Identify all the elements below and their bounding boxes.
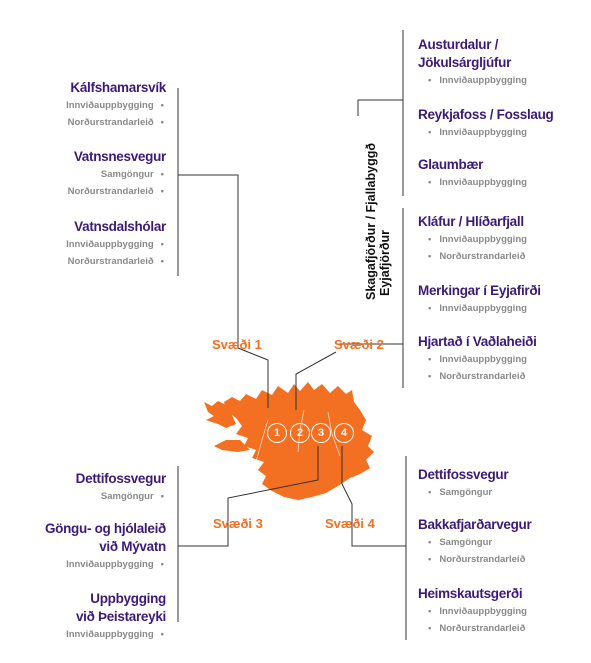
project-tag: Samgöngur [418,534,588,551]
region-label-2: Svæði 2 [334,337,384,352]
project-tag: Innviðauppbygging [418,603,588,620]
project-title: Hjartað í Vaðlaheiði [418,334,537,349]
project-tag: Norðurstrandarleið [418,248,588,265]
project-title: Jökulsárgljúfur [418,55,512,70]
project-title: Vatnsdalshólar [74,219,166,234]
region-label-3: Svæði 3 [213,516,263,531]
project-tag: Norðurstrandarleið [418,551,588,568]
project-gongu-hjolaleid: Göngu- og hjólaleið við Mývatn Innviðaup… [6,520,166,573]
project-title: Kálfshamarsvík [70,80,166,95]
project-title: Austurdalur / [418,37,499,52]
project-tag: Innviðauppbygging [418,124,588,141]
project-tag: Norðurstrandarleið [6,114,166,131]
project-vatnsnesvegur: Vatnsnesvegur Samgöngur Norðurstrandarle… [6,148,167,200]
project-tag: Samgöngur [6,166,166,183]
project-title: Heimskautsgerði [418,586,523,601]
project-austurdalur: Austurdalur / Jökulsárgljúfur Innviðaupp… [418,36,588,89]
vertical-label-skagafjordur: Skagafjörður / Fjallabyggð [364,143,378,300]
project-title: við Þeistareyki [75,609,166,624]
project-title: Bakkafjarðarvegur [418,517,532,532]
project-reykjafoss: Reykjafoss / Fosslaug Innviðauppbygging [418,106,588,141]
project-hjartad: Hjartað í Vaðlaheiði Innviðauppbygging N… [418,333,588,385]
project-title: Merkingar í Eyjafirði [418,283,541,298]
project-tag: Innviðauppbygging [418,72,588,89]
project-title: Dettifossvegur [75,471,167,486]
map-number-4: 4 [334,423,354,443]
project-title: Uppbygging [90,591,166,606]
project-tag: Norðurstrandarleið [6,253,166,270]
project-bakkafjardarvegur: Bakkafjarðarvegur Samgöngur Norðurstrand… [418,516,588,568]
project-heimskautsgerdi: Heimskautsgerði Innviðauppbygging Norður… [418,585,588,637]
project-title: Vatnsnesvegur [73,149,166,164]
vertical-label-eyjafjordur: Eyjafjörður [378,230,392,296]
project-title: Dettifossvegur [418,467,509,482]
project-tag: Innviðauppbygging [418,300,588,317]
project-tag: Norðurstrandarleið [6,183,166,200]
region-label-1: Svæði 1 [212,337,262,352]
map-number-2: 2 [290,423,310,443]
project-tag: Innviðauppbygging [6,556,166,573]
project-tag: Innviðauppbygging [418,351,588,368]
project-glaumbaer: Glaumbær Innviðauppbygging [418,156,588,191]
project-merkingar: Merkingar í Eyjafirði Innviðauppbygging [418,282,588,317]
westfjords [204,401,236,428]
project-tag: Innviðauppbygging [6,97,166,114]
project-tag: Innviðauppbygging [418,231,588,248]
project-tag: Samgöngur [6,488,166,505]
region-label-4: Svæði 4 [325,516,375,531]
project-vatnsdalsholar: Vatnsdalshólar Innviðauppbygging Norðurs… [6,218,166,270]
project-kalfshamarsvik: Kálfshamarsvík Innviðauppbygging Norðurs… [6,79,166,131]
project-title: Glaumbær [418,157,484,172]
map-number-3: 3 [311,423,331,443]
project-tag: Norðurstrandarleið [418,368,588,385]
project-tag: Norðurstrandarleið [418,620,588,637]
project-klafur: Kláfur / Hlíðarfjall Innviðauppbygging N… [418,213,588,265]
project-dettifossvegur-4: Dettifossvegur Samgöngur [418,466,588,501]
project-tag: Innviðauppbygging [6,626,166,643]
project-tag: Innviðauppbygging [6,236,166,253]
project-tag: Innviðauppbygging [418,174,588,191]
project-title: Kláfur / Hlíðarfjall [418,214,524,229]
project-theistareykir: Uppbygging við Þeistareyki Innviðauppbyg… [6,590,166,643]
map-number-1: 1 [267,423,287,443]
project-tag: Samgöngur [418,484,588,501]
project-title: Reykjafoss / Fosslaug [418,107,554,122]
snaefellsnes [214,440,250,452]
project-title: Göngu- og hjólaleið [44,521,166,536]
project-dettifossvegur-3: Dettifossvegur Samgöngur [6,470,167,505]
project-title: við Mývatn [99,539,166,554]
